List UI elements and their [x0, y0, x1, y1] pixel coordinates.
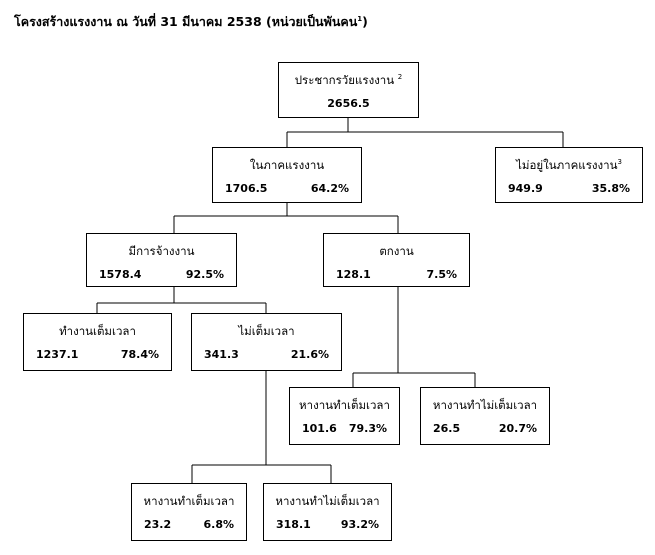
node-percent: 35.8%: [591, 182, 630, 195]
node-label: ประชากรวัยแรงงาน: [294, 73, 395, 87]
node-value: 101.6: [302, 422, 337, 435]
node-value: 949.9: [508, 182, 543, 195]
node-label: หางานทำไม่เต็มเวลา: [275, 494, 380, 508]
node-value: 23.2: [144, 518, 172, 531]
node-full-time: ทำงานเต็มเวลา 1237.1 78.4%: [23, 313, 172, 371]
node-value: 318.1: [276, 518, 311, 531]
connector-in-labor: [173, 203, 399, 233]
node-value: 1237.1: [36, 348, 79, 361]
node-in-labor: ในภาคแรงงาน 1706.5 64.2%: [212, 147, 362, 203]
node-part-time-seek-full: หางานทำเต็มเวลา 23.2 6.8%: [131, 483, 247, 541]
connector-employed: [96, 287, 267, 313]
node-value: 1706.5: [225, 182, 268, 195]
node-seek-part-time: หางานทำไม่เต็มเวลา 26.5 20.7%: [420, 387, 550, 445]
connector-population: [286, 118, 564, 147]
connector-unemployed: [352, 287, 476, 387]
node-value: 341.3: [204, 348, 239, 361]
node-value: 2656.5: [327, 97, 370, 110]
footnote-marker: 3: [617, 158, 622, 167]
node-part-time: ไม่เต็มเวลา 341.3 21.6%: [191, 313, 342, 371]
node-value: 128.1: [336, 268, 371, 281]
node-percent: 92.5%: [185, 268, 224, 281]
node-seek-full-time: หางานทำเต็มเวลา 101.6 79.3%: [289, 387, 400, 445]
node-label: ตกงาน: [379, 244, 414, 258]
node-percent: 78.4%: [120, 348, 159, 361]
node-population: ประชากรวัยแรงงาน 2 2656.5: [278, 62, 419, 118]
node-label: หางานทำเต็มเวลา: [143, 494, 235, 508]
node-label: มีการจ้างงาน: [128, 244, 195, 258]
node-not-in-labor: ไม่อยู่ในภาคแรงงาน3 949.9 35.8%: [495, 147, 643, 203]
node-value: 1578.4: [99, 268, 142, 281]
node-label: หางานทำไม่เต็มเวลา: [432, 398, 538, 412]
node-employed: มีการจ้างงาน 1578.4 92.5%: [86, 233, 237, 287]
page-title: โครงสร้างแรงงาน ณ วันที่ 31 มีนาคม 2538 …: [14, 14, 368, 29]
connector-part-time: [191, 371, 332, 483]
node-unemployed: ตกงาน 128.1 7.5%: [323, 233, 470, 287]
node-value: 26.5: [433, 422, 461, 435]
node-label: หางานทำเต็มเวลา: [299, 398, 390, 412]
node-percent: 79.3%: [348, 422, 387, 435]
node-percent: 7.5%: [426, 268, 457, 281]
node-part-time-seek-part: หางานทำไม่เต็มเวลา 318.1 93.2%: [263, 483, 392, 541]
node-label: ไม่เต็มเวลา: [238, 324, 295, 338]
node-percent: 64.2%: [310, 182, 349, 195]
node-label: ไม่อยู่ในภาคแรงงาน: [516, 158, 618, 172]
node-percent: 93.2%: [340, 518, 379, 531]
node-label: ทำงานเต็มเวลา: [59, 324, 136, 338]
footnote-marker: 2: [397, 73, 403, 82]
node-percent: 21.6%: [290, 348, 329, 361]
node-percent: 20.7%: [498, 422, 537, 435]
node-label: ในภาคแรงงาน: [249, 158, 325, 172]
node-percent: 6.8%: [203, 518, 234, 531]
